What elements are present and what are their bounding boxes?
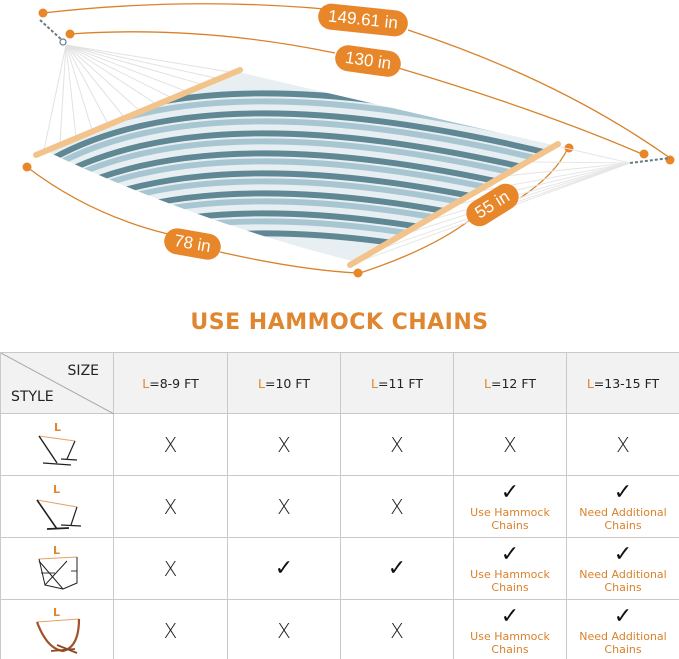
cell-12ft: ✓ Use Hammock Chains [453, 475, 567, 538]
cell-8-9ft: X [113, 537, 228, 600]
cell-8-9ft: X [113, 413, 228, 476]
corner-header: SIZE STYLE [0, 352, 114, 414]
cell-10ft: ✓ [227, 537, 341, 600]
stand-a-frame-icon: L [36, 483, 82, 530]
style-cell: L [0, 413, 114, 476]
cell-8-9ft: X [113, 475, 228, 538]
cell-13-15ft: X [566, 413, 679, 476]
style-cell: L [0, 599, 114, 659]
style-cell: L [0, 475, 114, 538]
svg-text:L: L [54, 421, 61, 434]
check-icon: ✓ [613, 541, 633, 567]
check-icon: ✓ [387, 555, 407, 581]
cell-11ft: X [340, 599, 454, 659]
stand-wooden-arc-icon: L [35, 606, 81, 654]
table-header-row: SIZE STYLE L=8-9 FT L=10 FT L=11 FT L=12… [0, 352, 679, 414]
table-row: L X X X X X [0, 413, 679, 476]
section-title: USE HAMMOCK CHAINS [190, 310, 489, 335]
cell-10ft: X [227, 413, 341, 476]
style-label: STYLE [11, 389, 54, 405]
stand-tall-a-frame-icon: L [38, 421, 78, 466]
check-icon: ✓ [500, 479, 520, 505]
svg-text:L: L [53, 606, 60, 619]
column-header-10ft: L=10 FT [227, 352, 341, 414]
table-row: L X X X ✓ Use Hammock Chains ✓ Need Addi… [0, 475, 679, 538]
diagonal-divider [1, 353, 114, 414]
size-label: SIZE [67, 363, 99, 379]
cell-12ft: ✓ Use Hammock Chains [453, 599, 567, 659]
cell-12ft: X [453, 413, 567, 476]
column-header-13-15ft: L=13-15 FT [566, 352, 679, 414]
check-icon: ✓ [613, 479, 633, 505]
cell-8-9ft: X [113, 599, 228, 659]
svg-text:L: L [53, 544, 60, 557]
stand-space-saving-frame-icon: L [38, 544, 78, 590]
check-icon: ✓ [500, 603, 520, 629]
svg-text:L: L [53, 483, 60, 496]
check-icon: ✓ [613, 603, 633, 629]
cell-10ft: X [227, 475, 341, 538]
cell-12ft: ✓ Use Hammock Chains [453, 537, 567, 600]
table-row: L X ✓ ✓ ✓ Use Hammock Chains ✓ Need Addi… [0, 537, 679, 600]
column-header-11ft: L=11 FT [340, 352, 454, 414]
hammock-illustration: 149.61 in 130 in 78 in 55 in [0, 0, 679, 300]
check-icon: ✓ [274, 555, 294, 581]
style-cell: L [0, 537, 114, 600]
compatibility-table: SIZE STYLE L=8-9 FT L=10 FT L=11 FT L=12… [0, 352, 679, 659]
cell-10ft: X [227, 599, 341, 659]
cell-13-15ft: ✓ Need Additional Chains [566, 599, 679, 659]
cell-11ft: ✓ [340, 537, 454, 600]
cell-11ft: X [340, 413, 454, 476]
cell-13-15ft: ✓ Need Additional Chains [566, 537, 679, 600]
cell-11ft: X [340, 475, 454, 538]
table-row: L X X X ✓ Use Hammock Chains ✓ Need Addi… [0, 599, 679, 659]
column-header-12ft: L=12 FT [453, 352, 567, 414]
hammock-graphic [22, 3, 675, 278]
check-icon: ✓ [500, 541, 520, 567]
cell-13-15ft: ✓ Need Additional Chains [566, 475, 679, 538]
column-header-8-9ft: L=8-9 FT [113, 352, 228, 414]
